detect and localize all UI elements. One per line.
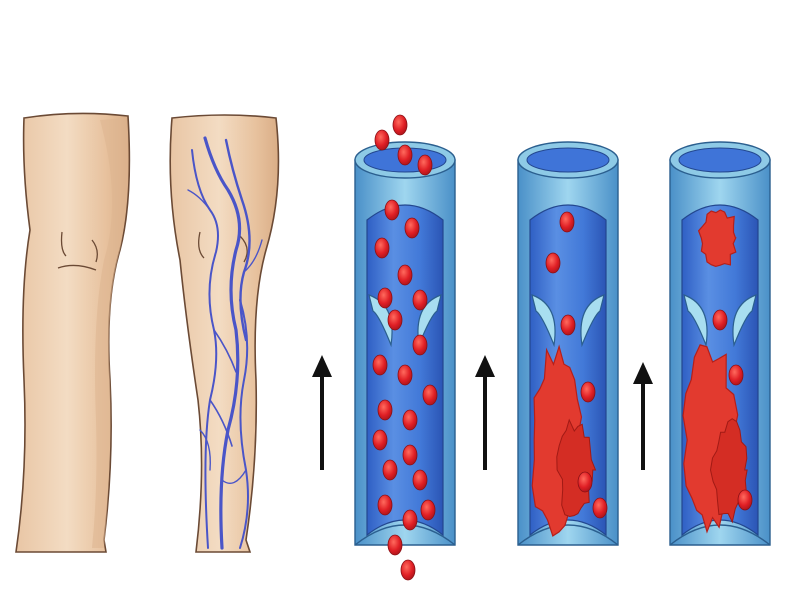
blood-cell [397,264,413,286]
blood-cell [412,334,428,356]
flow-arrow-head [312,355,332,377]
valve-left [531,294,556,348]
flow-arrow-1 [312,355,332,470]
flow-arrow-2 [475,355,495,470]
blood-cell [372,354,388,376]
vein-line [243,239,263,273]
blood-clot [697,209,737,268]
blood-cell [577,471,593,493]
valve-left [683,294,708,348]
blood-cell [417,154,433,176]
blood-cell [412,469,428,491]
blood-clot [556,418,597,518]
blood-cell [712,309,728,331]
blood-cell [377,287,393,309]
blood-cell [420,499,436,521]
blood-cell [737,489,753,511]
healthy-leg-shadow [92,118,128,548]
valve-right [732,294,757,348]
blood-cell [422,384,438,406]
blood-cell [384,199,400,221]
blood-cell [387,309,403,331]
blood-cell [402,509,418,531]
varicose-knee-crease [198,231,248,263]
flow-arrow-head [475,355,495,377]
vein-line [203,136,242,550]
blood-cell [392,114,408,136]
vein-line [221,469,247,484]
blood-cell [592,497,608,519]
varicose-leg [169,114,280,553]
blood-cell [404,217,420,239]
blood-cell [402,409,418,431]
valve-right [580,294,605,348]
blood-cell [580,381,596,403]
normal-vein [354,114,456,581]
blood-cell [374,237,390,259]
healthy-leg [15,112,131,553]
blood-cell [400,559,416,581]
blood-cell [397,144,413,166]
blood-cell [372,429,388,451]
blood-cell [545,252,561,274]
vein-line [239,299,249,549]
blood-cell [382,459,398,481]
blood-cell [560,314,576,336]
varicose-veins [187,136,263,550]
vein-line [199,429,211,471]
vessel-opening [678,147,762,173]
vein-with-clot [517,141,619,546]
blood-cell [412,289,428,311]
vessel-opening [526,147,610,173]
blood-cell [728,364,744,386]
flow-arrow-head [633,362,653,384]
blood-cell [377,494,393,516]
vein-line [209,399,233,447]
blood-cell [374,129,390,151]
blood-cell [377,399,393,421]
vein-with-clots [669,141,771,546]
blood-clot [709,418,748,524]
blood-cell [402,444,418,466]
healthy-knee-crease [57,231,98,271]
vein-line [213,329,237,373]
vessel-bottom-edge [517,524,619,546]
varicose-leg-shape [169,114,280,553]
vein-line [187,189,211,211]
flow-arrow-3 [633,362,653,470]
blood-cell [387,534,403,556]
blood-cell [559,211,575,233]
blood-cell [397,364,413,386]
